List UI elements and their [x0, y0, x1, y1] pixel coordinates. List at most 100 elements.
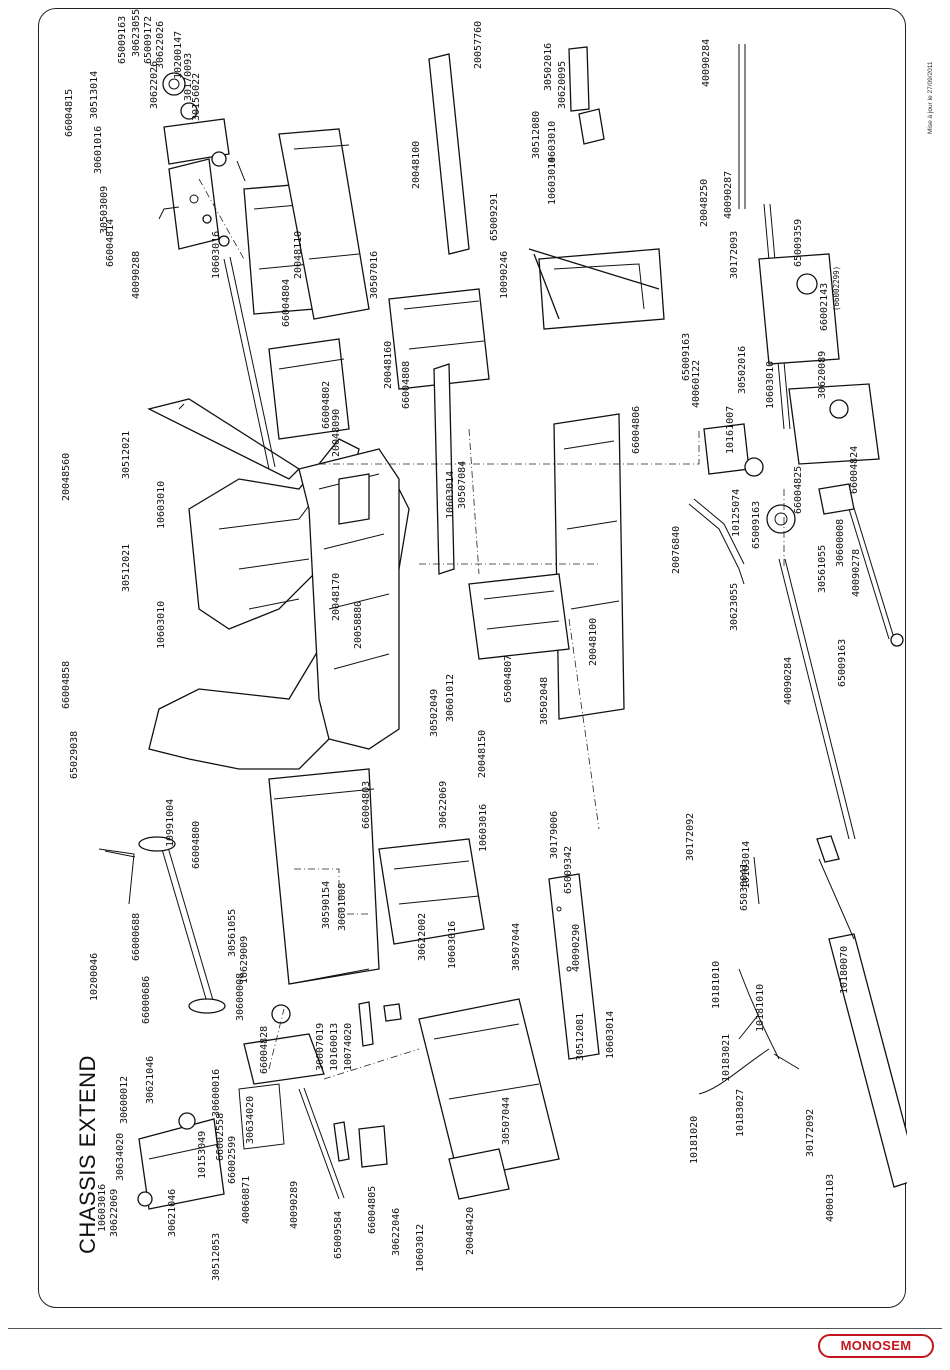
part-number-label: 10991004 [165, 799, 176, 847]
part-number-label: 30623055 [131, 9, 142, 57]
part-number-label: 10629009 [239, 936, 250, 984]
part-number-label: 66004858 [61, 661, 72, 709]
part-number-label: 66004808 [401, 361, 412, 409]
centre-lines [198, 178, 785, 1080]
part-number-label: 10200147 [173, 31, 184, 79]
part-number-label: 40001103 [825, 1174, 836, 1222]
part-number-label: 40090288 [131, 251, 142, 299]
part-number-label: 66004814 [105, 219, 116, 267]
part-number-label: 20048090 [331, 409, 342, 457]
part-number-label: 40090289 [289, 1181, 300, 1229]
part-number-label: 65009359 [793, 219, 804, 267]
part-number-label: 66004824 [849, 446, 860, 494]
part-number-label: 30502049 [429, 689, 440, 737]
part-number-label: 66004800 [191, 821, 202, 869]
part-number-label: 10161007 [725, 406, 736, 454]
part-number-label: 30622069 [438, 781, 449, 829]
part-number-label: 20048160 [383, 341, 394, 389]
part-number-label: 30512053 [211, 1233, 222, 1281]
part-number-label: 30512021 [121, 544, 132, 592]
part-number-label: 66004803 [361, 781, 372, 829]
part-number-label: 40090290 [571, 924, 582, 972]
part-number-label: 30601016 [93, 126, 104, 174]
part-number-label: 30512081 [575, 1013, 586, 1061]
part-number-label: 10603016 [211, 231, 222, 279]
part-number-label: 65009163 [751, 501, 762, 549]
part-number-label: 66004828 [259, 1026, 270, 1074]
part-number-label: 10153049 [197, 1131, 208, 1179]
part-number-label: 10603010 [156, 481, 167, 529]
part-number-label: 10183021 [721, 1034, 732, 1082]
part-number-label: 30634020 [115, 1133, 126, 1181]
exploded-parts-diagram: 6500916330623055650091723062202610200147… [61, 9, 907, 1281]
part-number-label: 30622002 [417, 913, 428, 961]
part-number-label: 30512080 [531, 111, 542, 159]
part-number-label: 30507044 [511, 923, 522, 971]
part-number-label: 20076840 [671, 526, 682, 574]
part-number-label: 65009291 [489, 193, 500, 241]
part-number-label: 10603016 [478, 804, 489, 852]
part-number-label: 30600016 [211, 1069, 222, 1117]
part-number-label: 30507084 [457, 461, 468, 509]
part-number-label: 10183027 [735, 1089, 746, 1137]
part-number-label: 30601012 [445, 674, 456, 722]
part-number-label: 30502016 [543, 43, 554, 91]
part-number-label: 30503009 [99, 186, 110, 234]
part-number-label: 66002558 [215, 1113, 226, 1161]
part-number-label: 30622069 [109, 1189, 120, 1237]
part-number-label: 66002143 [819, 283, 830, 331]
part-number-label: 30502016 [737, 346, 748, 394]
part-number-label: 30156022 [191, 73, 202, 121]
part-number-label: 30172092 [805, 1109, 816, 1157]
part-number-label: 66004802 [321, 381, 332, 429]
part-number-label: 10603014 [445, 471, 456, 519]
part-number-label: 20057760 [473, 21, 484, 69]
part-number-label: 30502048 [539, 677, 550, 725]
drive-sprocket-assembly [158, 72, 246, 250]
part-number-label: 66004806 [631, 406, 642, 454]
part-number-label: 20048170 [331, 573, 342, 621]
part-number-label: 30600008 [235, 973, 246, 1021]
part-number-label: 65009342 [563, 846, 574, 894]
part-number-label: 30172093 [729, 231, 740, 279]
row-unit-brackets-lower [378, 573, 600, 1200]
revision-note: Mise à jour le 27/09/2011 [927, 61, 934, 134]
part-number-label: 10603014 [547, 157, 558, 205]
part-number-label: 30623055 [729, 583, 740, 631]
part-number-label: 66002599 [227, 1136, 238, 1184]
brand-logo: MONOSEM [818, 1334, 934, 1358]
part-number-label: 40090284 [783, 657, 794, 705]
part-number-label: 30513014 [89, 71, 100, 119]
chassis-frame [147, 256, 410, 985]
part-number-label: 65009163 [117, 16, 128, 64]
footer-divider [8, 1328, 942, 1329]
part-number-label: 30561055 [227, 909, 238, 957]
drive-shaft-and-clamps [98, 836, 402, 1210]
part-number-label: 30620095 [557, 61, 568, 109]
part-number-label: 10090246 [499, 251, 510, 299]
part-number-label: 10181020 [689, 1116, 700, 1164]
part-number-label: 30621046 [145, 1056, 156, 1104]
part-number-label: 30170093 [183, 53, 194, 101]
part-number-label: 20048100 [411, 141, 422, 189]
part-number-label: 30179006 [549, 811, 560, 859]
part-number-label: 30561055 [817, 545, 828, 593]
part-number-label: 10125074 [731, 489, 742, 537]
part-number-label: 65009163 [681, 333, 692, 381]
part-number-label: 30601008 [337, 883, 348, 931]
row-unit-brackets-top [243, 53, 665, 575]
part-number-label: 40060871 [241, 1176, 252, 1224]
hydraulic-cylinder [698, 835, 907, 1188]
part-number-label: 30172092 [685, 813, 696, 861]
part-number-label: 30007019 [315, 1023, 326, 1071]
part-number-label: 10183014 [741, 841, 752, 889]
part-number-label: 30634020 [245, 1096, 256, 1144]
part-number-label: 10074020 [343, 1023, 354, 1071]
part-number-label: 30512021 [121, 431, 132, 479]
part-number-label: 30507044 [501, 1097, 512, 1145]
part-number-label: 66004805 [367, 1186, 378, 1234]
part-number-label: 66004825 [793, 466, 804, 514]
part-number-label: 30622046 [391, 1208, 402, 1256]
